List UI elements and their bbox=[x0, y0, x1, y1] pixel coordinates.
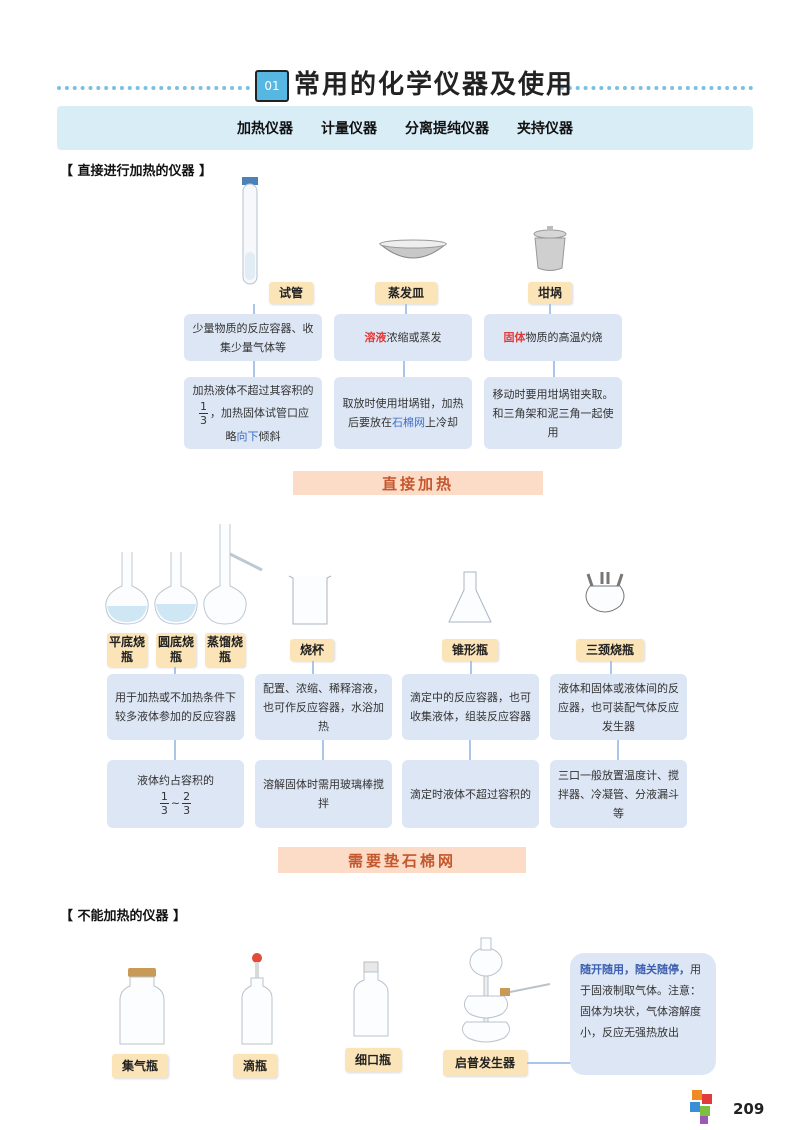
connector bbox=[322, 740, 324, 760]
dish-use-text: 浓缩或蒸发 bbox=[386, 331, 442, 344]
fraction-numerator: 2 bbox=[182, 790, 192, 804]
kipp-note-text: 用于固液制取气体。注意：固体为块状，气体溶解度小，反应无强热放出 bbox=[580, 963, 701, 1039]
label-round-bottom-flask: 圆底烧瓶 bbox=[156, 633, 196, 667]
connector bbox=[610, 661, 612, 674]
label-conical-flask: 锥形瓶 bbox=[442, 639, 498, 661]
section-heading-non-heating: 【 不能加热的仪器 】 bbox=[60, 909, 187, 924]
conical-note: 滴定时液体不超过容积的 bbox=[402, 760, 539, 828]
fraction-numerator: 1 bbox=[199, 399, 208, 414]
banner-asbestos-gauze: 需要垫石棉网 bbox=[278, 847, 526, 873]
connector bbox=[174, 667, 176, 674]
header-dotted-rule-left bbox=[57, 86, 250, 90]
flasks-note-text: 液体约占容积的 bbox=[137, 774, 214, 787]
crucible-illustration bbox=[533, 226, 567, 271]
fraction-range-tilde: ~ bbox=[170, 796, 181, 810]
connector bbox=[405, 304, 407, 314]
flasks-use: 用于加热或不加热条件下较多液体参加的反应容器 bbox=[107, 674, 244, 740]
connector bbox=[174, 740, 176, 760]
dish-use-highlight: 溶液 bbox=[364, 331, 387, 344]
category-separation: 分离提纯仪器 bbox=[405, 121, 489, 137]
dish-note-text-2: 上冷却 bbox=[425, 416, 458, 429]
fraction-denominator: 3 bbox=[183, 804, 191, 817]
connector bbox=[312, 661, 314, 674]
crucible-use: 固体物质的高温灼烧 bbox=[484, 314, 622, 361]
fraction-numerator: 1 bbox=[159, 790, 169, 804]
crucible-note: 移动时要用坩埚钳夹取。和三角架和泥三角一起使用 bbox=[484, 377, 622, 449]
fraction-denominator: 3 bbox=[160, 804, 168, 817]
gas-collecting-bottle-illustration bbox=[119, 968, 165, 1045]
dish-note-highlight: 石棉网 bbox=[392, 416, 425, 429]
kipp-note-highlight: 随开随用，随关随停， bbox=[580, 963, 690, 976]
beaker-use: 配置、浓缩、稀释溶液，也可作反应容器，水浴加热 bbox=[255, 674, 392, 740]
flat-bottom-flask-illustration bbox=[105, 552, 149, 625]
label-gas-collecting-bottle: 集气瓶 bbox=[112, 1054, 168, 1078]
label-test-tube: 试管 bbox=[269, 282, 313, 304]
crucible-use-text: 物质的高温灼烧 bbox=[525, 331, 603, 344]
test-tube-illustration bbox=[242, 177, 258, 285]
distilling-flask-illustration bbox=[203, 524, 263, 625]
kipp-generator-illustration bbox=[462, 937, 551, 1043]
test-tube-note-text-3: 倾斜 bbox=[258, 429, 281, 443]
three-neck-use: 液体和固体或液体间的反应器，也可装配气体反应发生器 bbox=[550, 674, 687, 740]
connector bbox=[253, 361, 255, 377]
dish-use: 溶液浓缩或蒸发 bbox=[334, 314, 472, 361]
three-neck-flask-illustration bbox=[585, 572, 625, 613]
connector bbox=[253, 304, 255, 314]
kipp-generator-note: 随开随用，随关随停，用于固液制取气体。注意：固体为块状，气体溶解度小，反应无强热… bbox=[570, 953, 716, 1075]
connector bbox=[470, 661, 472, 674]
dish-note: 取放时使用坩埚钳，加热后要放在石棉网上冷却 bbox=[334, 377, 472, 449]
label-flat-bottom-flask: 平底烧瓶 bbox=[107, 633, 147, 667]
label-kipp-generator: 启普发生器 bbox=[443, 1050, 527, 1076]
label-beaker: 烧杯 bbox=[290, 639, 334, 661]
page-number: 209 bbox=[733, 1100, 765, 1118]
connector bbox=[553, 361, 555, 377]
connector bbox=[549, 304, 551, 314]
header-dotted-rule-right bbox=[560, 86, 753, 90]
connector bbox=[469, 740, 471, 760]
beaker-illustration bbox=[288, 575, 332, 625]
connector bbox=[403, 361, 405, 377]
test-tube-note-text-2: ，加热固体试管口应略 bbox=[210, 406, 309, 443]
connector bbox=[617, 740, 619, 760]
crucible-use-highlight: 固体 bbox=[503, 331, 526, 344]
fraction-denominator: 3 bbox=[200, 413, 207, 427]
evaporating-dish-illustration bbox=[378, 239, 448, 259]
label-three-neck-flask: 三颈烧瓶 bbox=[576, 639, 644, 661]
dish-note-text-1: 取放时使用坩埚钳，加热后要放在 bbox=[342, 397, 464, 429]
conical-use: 滴定中的反应容器，也可收集液体，组装反应容器 bbox=[402, 674, 539, 740]
page-title: 常用的化学仪器及使用 bbox=[294, 70, 575, 100]
round-bottom-flask-illustration bbox=[154, 552, 198, 625]
three-neck-note: 三口一般放置温度计、搅拌器、冷凝管、分液漏斗等 bbox=[550, 760, 687, 828]
label-distilling-flask: 蒸馏烧瓶 bbox=[205, 633, 245, 667]
test-tube-note-highlight: 向下 bbox=[236, 429, 259, 443]
test-tube-use: 少量物质的反应容器、收集少量气体等 bbox=[184, 314, 322, 361]
category-bar: 加热仪器 计量仪器 分离提纯仪器 夹持仪器 bbox=[57, 106, 753, 150]
narrow-mouth-bottle-illustration bbox=[353, 961, 389, 1037]
label-narrow-mouth-bottle: 细口瓶 bbox=[345, 1048, 401, 1072]
label-evaporating-dish: 蒸发皿 bbox=[375, 282, 437, 304]
conical-flask-illustration bbox=[448, 571, 492, 623]
category-measuring: 计量仪器 bbox=[321, 121, 377, 137]
test-tube-note-text-1: 加热液体不超过其容积的 bbox=[192, 383, 314, 397]
publisher-logo bbox=[690, 1090, 712, 1124]
category-heating: 加热仪器 bbox=[237, 121, 293, 137]
beaker-note: 溶解固体时需用玻璃棒搅拌 bbox=[255, 760, 392, 828]
chapter-badge: 01 bbox=[255, 70, 289, 102]
section-heading-direct-heat: 【 直接进行加热的仪器 】 bbox=[60, 164, 213, 179]
connector bbox=[527, 1062, 572, 1064]
banner-direct-heating: 直接加热 bbox=[293, 471, 543, 495]
category-clamping: 夹持仪器 bbox=[517, 121, 573, 137]
dropper-bottle-illustration bbox=[241, 953, 273, 1045]
label-crucible: 坩埚 bbox=[528, 282, 572, 304]
label-dropper-bottle: 滴瓶 bbox=[233, 1054, 277, 1078]
